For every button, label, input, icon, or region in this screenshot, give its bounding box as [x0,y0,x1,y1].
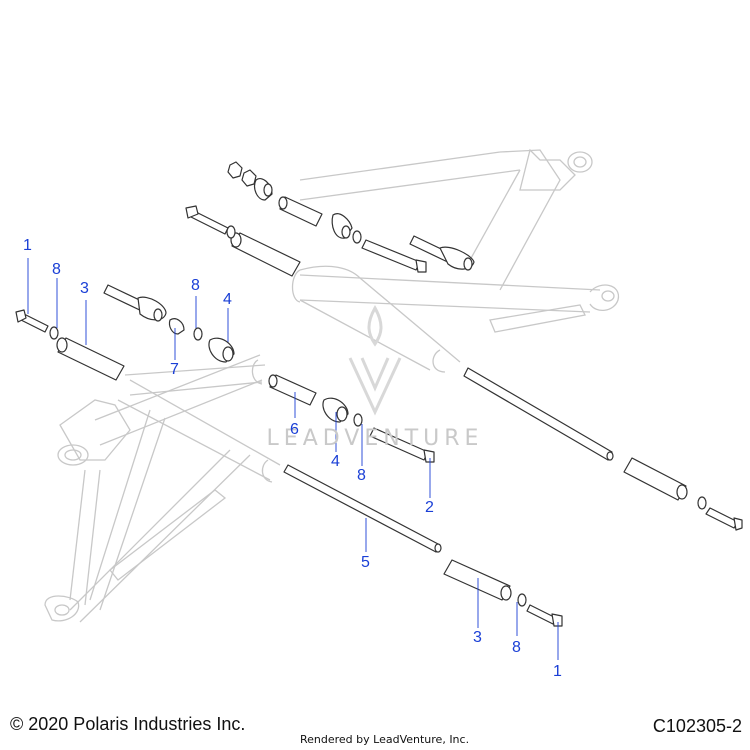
upper-bolt-mid [361,239,421,271]
callout-3-left: 3 [80,280,89,297]
lower-sleeve-right [443,559,511,601]
lower-bolt-right [526,604,557,625]
upper-sleeve-left [231,232,301,277]
callout-8-mid: 8 [191,277,200,294]
leader-lines [27,258,559,660]
upper-a-arm-ghost [291,148,620,373]
callout-8-left: 8 [52,261,61,278]
rendered-by-text: Rendered by LeadVenture, Inc. [300,733,470,746]
callout-1-bottom: 1 [553,663,562,680]
callout-5: 5 [361,554,370,571]
callout-6: 6 [290,421,299,438]
callout-8-center: 8 [357,467,366,484]
upper-bolt-right [705,507,739,529]
parts [15,161,743,627]
callout-7: 7 [170,361,179,378]
lower-sleeve-left [57,337,125,381]
callout-8-bottom: 8 [512,639,521,656]
lower-washer-left [49,326,59,340]
figure-id: C102305-2 [652,716,742,736]
callout-4-top: 4 [223,291,232,308]
upper-sleeve-right [623,457,687,501]
callout-1-top: 1 [23,237,32,254]
callout-4-bottom: 4 [331,453,340,470]
watermark-text: LEADVENTURE [266,426,484,451]
callout-2: 2 [425,499,434,516]
pivot-bolt [369,427,429,461]
leadventure-watermark: LEADVENTURE [244,300,506,451]
lower-a-arm-ghost [44,354,281,623]
leadventure-logo-icon [348,304,402,416]
copyright-text: © 2020 Polaris Industries Inc. [10,714,246,734]
callout-3-bottom: 3 [473,629,482,646]
upper-shaft-end [606,451,614,461]
